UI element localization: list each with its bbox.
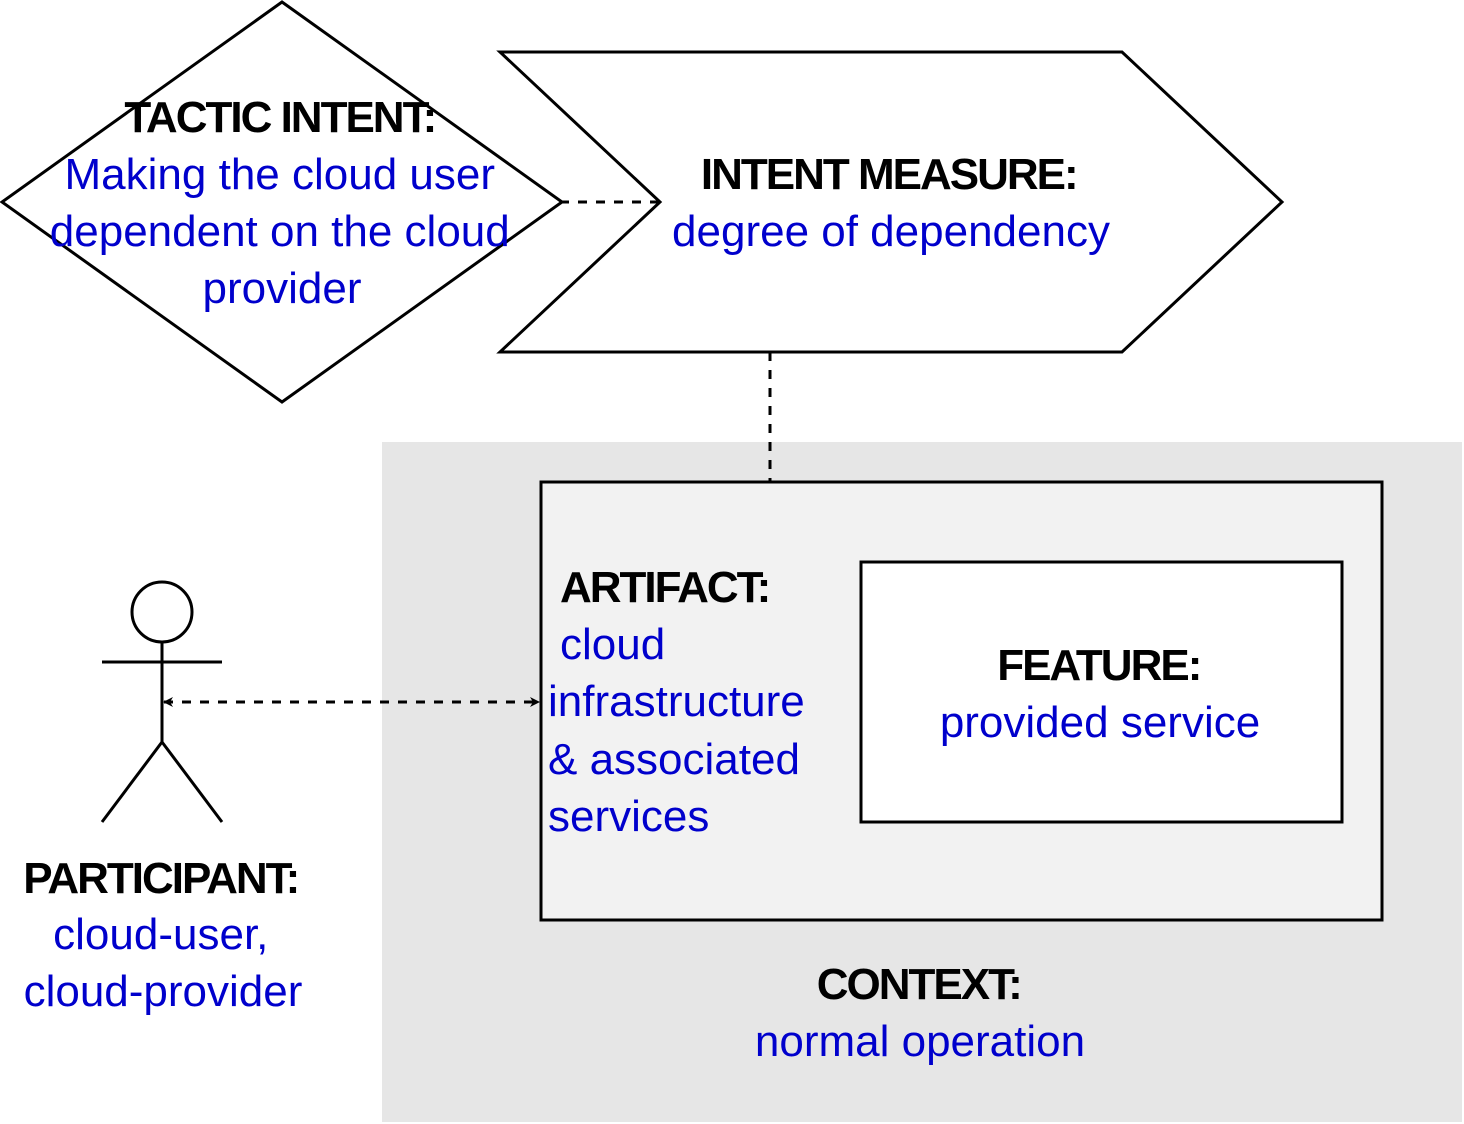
context-value: normal operation (755, 1017, 1085, 1066)
artifact-heading: ARTIFACT: (560, 563, 769, 612)
context-heading: CONTEXT: (817, 960, 1021, 1009)
participant-label: PARTICIPANT: cloud-user, cloud-provider (23, 854, 302, 1016)
artifact-value-line-4: services (548, 792, 709, 841)
feature-value: provided service (940, 698, 1260, 747)
artifact-value-line-1: cloud (560, 620, 665, 669)
participant-heading: PARTICIPANT: (23, 854, 298, 903)
tactic-intent-diamond[interactable] (0, 0, 565, 404)
feature-box[interactable] (859, 560, 1344, 824)
tactic-intent-value-line-3: provider (203, 264, 362, 313)
intent-measure-label: INTENT MEASURE: degree of dependency (672, 150, 1110, 256)
tactic-intent-value-line-2: dependent on the cloud (50, 207, 510, 256)
intent-measure-chevron[interactable] (496, 50, 1285, 354)
tactic-intent-label: TACTIC INTENT: Making the cloud user dep… (50, 93, 514, 313)
tactic-intent-value-line-1: Making the cloud user (65, 150, 495, 199)
participant-actor-icon[interactable] (100, 580, 224, 823)
context-label: CONTEXT: normal operation (755, 960, 1085, 1066)
artifact-value-line-2: infrastructure (548, 677, 805, 726)
artifact-value-line-3: & associated (548, 735, 800, 784)
participant-value-line-2: cloud-provider (24, 967, 303, 1016)
artifact-label: ARTIFACT: cloud infrastructure & associa… (548, 563, 809, 841)
tactic-intent-heading: TACTIC INTENT: (124, 93, 435, 142)
intent-measure-heading: INTENT MEASURE: (701, 150, 1077, 199)
feature-label: FEATURE: provided service (940, 641, 1260, 747)
intent-measure-value: degree of dependency (672, 207, 1110, 256)
participant-value-line-1: cloud-user, (53, 910, 268, 959)
feature-heading: FEATURE: (997, 641, 1200, 690)
